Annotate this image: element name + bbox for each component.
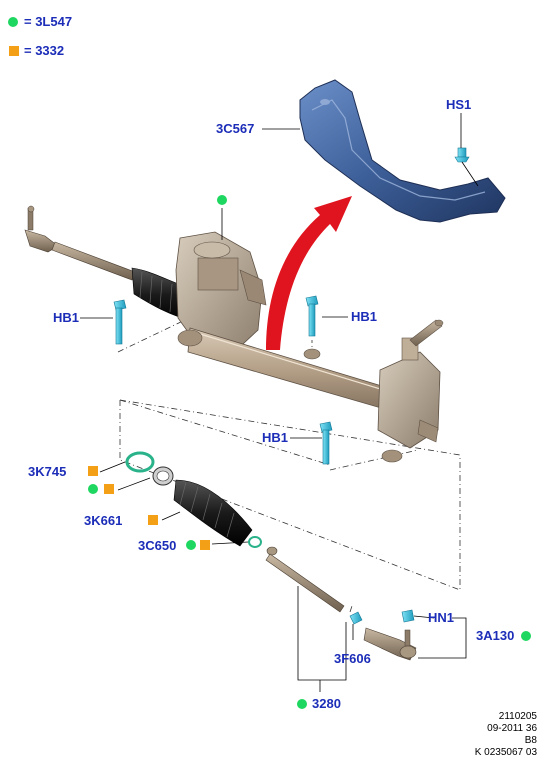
jam-nut-3F606 [349,611,363,625]
marker-dot-gear [217,195,227,205]
label-3280: 3280 [312,696,341,711]
marker-dot-3C650 [186,540,196,550]
label-3F606: 3F606 [334,651,371,666]
label-3C567: 3C567 [216,121,255,136]
clamp-3K745 [125,451,155,473]
label-HB1-left: HB1 [53,310,80,325]
footer-line-3: B8 [524,735,537,746]
marker-dot-3280 [297,699,307,709]
marker-square-3C650 [200,540,210,550]
marker-dot-clamp [88,484,98,494]
legend-item-3332: = 3332 [24,43,65,58]
nut-HN1 [401,609,415,623]
steering-gear-assembly [24,205,444,463]
leader-lines [80,113,467,692]
label-HB1-bottom: HB1 [262,430,289,445]
footer-reference: 2110205 09-2011 36 B8 K 0235067 03 [475,711,537,759]
marker-square-clamp [104,484,114,494]
label-HN1: HN1 [428,610,455,625]
bolt-HB1-left [113,299,127,345]
footer-line-2: 09-2011 36 [487,723,537,734]
legend-dot-marker [8,17,18,27]
label-3K661: 3K661 [84,513,123,528]
legend-square-marker [9,46,19,56]
marker-square-3K745 [88,466,98,476]
footer-line-4: K 0235067 03 [474,747,537,758]
installation-arrow [266,196,352,350]
label-HS1: HS1 [446,97,472,112]
inner-tie-rod-3280 [265,546,345,613]
marker-square-3K661 [148,515,158,525]
assembly-guide-lines [117,319,461,613]
label-3K745: 3K745 [28,464,67,479]
legend-item-3L547: = 3L547 [24,14,73,29]
clamp-3C650 [248,536,262,548]
label-3A130: 3A130 [476,628,515,643]
clip-HS1 [454,147,479,187]
boot-3K661 [173,479,253,547]
bolt-HB1-right [305,295,319,337]
clamp-ring [152,466,174,486]
heat-shield-3C567 [299,79,506,223]
marker-dot-3A130 [521,631,531,641]
label-3C650: 3C650 [138,538,177,553]
outer-tie-rod-end-3A130 [363,627,417,661]
footer-line-1: 2110205 [498,711,537,722]
bolt-HB1-bottom [319,421,333,465]
label-HB1-right: HB1 [351,309,378,324]
